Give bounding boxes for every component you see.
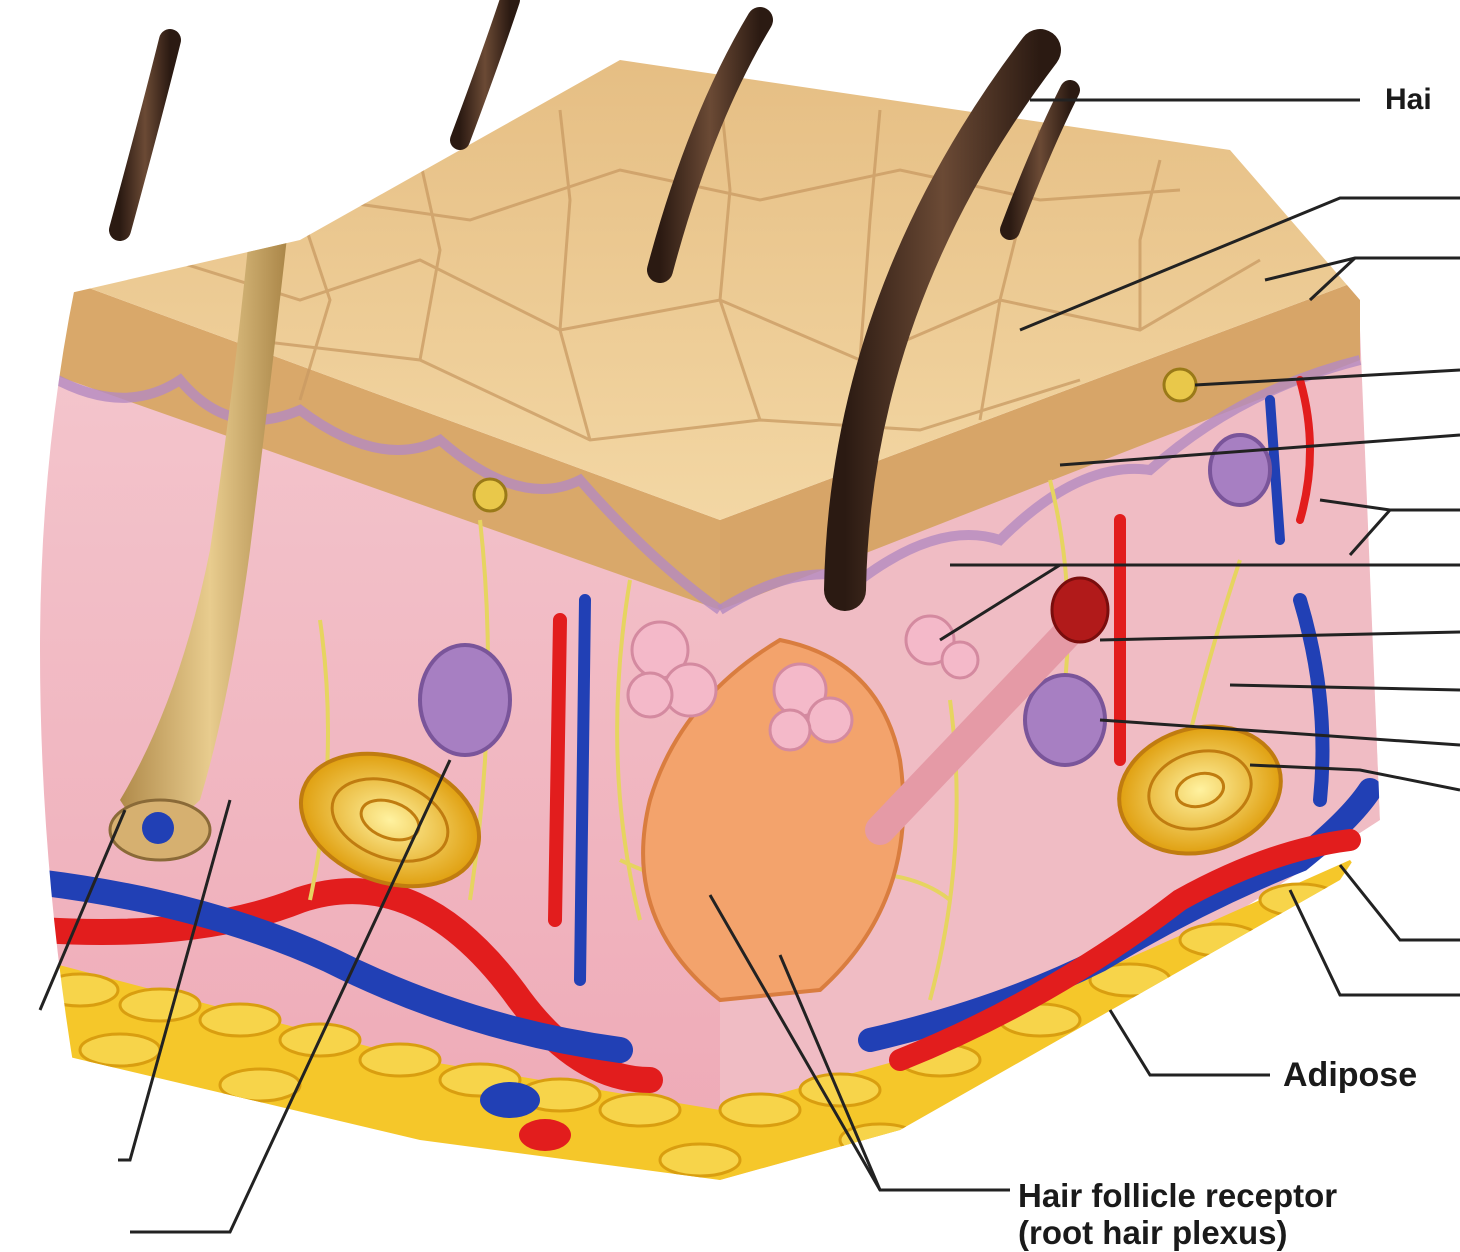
label-root-hair-plexus: (root hair plexus) xyxy=(1018,1215,1288,1251)
label-hair: Hai xyxy=(1385,84,1432,116)
label-adipose: Adipose xyxy=(1283,1057,1417,1094)
label-hair-follicle-receptor: Hair follicle receptor xyxy=(1018,1178,1337,1214)
tactile-corpuscle-2 xyxy=(1164,369,1196,401)
tactile-corpuscle-1 xyxy=(474,479,506,511)
